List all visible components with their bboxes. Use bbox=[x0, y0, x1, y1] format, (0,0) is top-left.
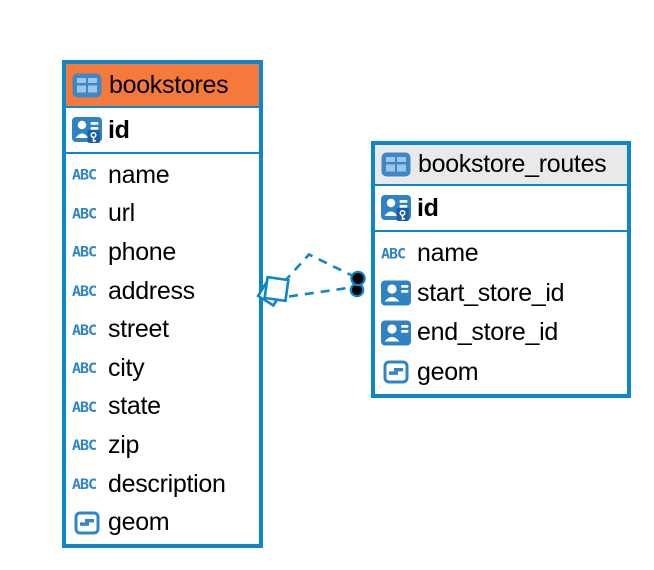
column-name: geom bbox=[108, 508, 170, 537]
text-type-icon: ABC bbox=[72, 282, 97, 300]
table-row[interactable]: end_store_id bbox=[375, 313, 627, 353]
column-name: geom bbox=[417, 357, 479, 386]
foreign-key-icon bbox=[381, 320, 413, 346]
text-type-icon: ABC bbox=[72, 166, 97, 184]
table-row[interactable]: ABC state bbox=[66, 388, 259, 427]
column-list: ABC name ABC url ABC phone ABC address A… bbox=[66, 154, 259, 544]
column-name: state bbox=[108, 392, 161, 421]
column-name: phone bbox=[108, 237, 177, 266]
table-row[interactable]: ABC description bbox=[66, 465, 259, 504]
foreign-key-icon bbox=[381, 280, 413, 306]
geometry-type-icon bbox=[72, 511, 104, 535]
text-type-icon: ABC bbox=[72, 243, 97, 262]
table-row[interactable]: start_store_id bbox=[375, 274, 627, 314]
relationship-dot-marker-2[interactable] bbox=[349, 282, 365, 298]
text-type-icon: ABC bbox=[72, 398, 97, 416]
table-row[interactable]: ABC name bbox=[375, 234, 627, 274]
table-row[interactable]: id bbox=[66, 108, 259, 154]
relationship-dot-marker-1[interactable] bbox=[350, 270, 366, 287]
entity-header-bookstore-routes[interactable]: bookstore_routes bbox=[375, 145, 627, 186]
table-row[interactable]: id bbox=[375, 186, 627, 232]
entity-header-bookstores[interactable]: bookstores bbox=[66, 64, 259, 108]
entity-bookstores[interactable]: bookstores id ABC name bbox=[62, 60, 263, 548]
column-name: name bbox=[417, 239, 479, 268]
primary-key-icon bbox=[381, 194, 413, 222]
column-name: id bbox=[417, 193, 439, 222]
table-row[interactable]: geom bbox=[66, 503, 259, 542]
text-type-icon: ABC bbox=[72, 475, 97, 493]
primary-key-icon bbox=[72, 116, 104, 144]
relationship-diamond-marker-1[interactable] bbox=[263, 275, 290, 303]
column-name: end_store_id bbox=[417, 318, 558, 347]
table-row[interactable]: ABC zip bbox=[66, 426, 259, 465]
table-icon bbox=[381, 152, 413, 177]
table-row[interactable]: geom bbox=[375, 353, 627, 393]
column-list: ABC name start_store_id bbox=[375, 232, 627, 394]
table-row[interactable]: ABC city bbox=[66, 349, 259, 388]
column-name: city bbox=[108, 353, 145, 382]
table-row[interactable]: ABC name bbox=[66, 156, 259, 195]
table-row[interactable]: ABC phone bbox=[66, 233, 259, 272]
column-name: street bbox=[108, 315, 169, 344]
text-type-icon: ABC bbox=[72, 359, 97, 377]
text-type-icon: ABC bbox=[72, 321, 97, 339]
text-type-icon: ABC bbox=[72, 205, 97, 223]
table-icon bbox=[72, 73, 104, 98]
column-name: id bbox=[108, 115, 130, 144]
table-title: bookstore_routes bbox=[418, 150, 607, 178]
text-type-icon: ABC bbox=[72, 436, 97, 455]
relationship-line-1[interactable] bbox=[283, 252, 353, 283]
column-name: address bbox=[108, 276, 195, 305]
column-name: zip bbox=[108, 430, 140, 459]
text-type-icon: ABC bbox=[381, 245, 406, 263]
table-title: bookstores bbox=[109, 70, 229, 99]
entity-bookstore-routes[interactable]: bookstore_routes id ABC name bbox=[371, 141, 631, 398]
table-row[interactable]: ABC url bbox=[66, 195, 259, 234]
table-row[interactable]: ABC address bbox=[66, 272, 259, 311]
table-row[interactable]: ABC street bbox=[66, 310, 259, 349]
column-name: url bbox=[108, 199, 135, 228]
column-name: name bbox=[108, 160, 170, 189]
column-name: start_store_id bbox=[417, 278, 565, 307]
column-name: description bbox=[108, 469, 226, 498]
geometry-type-icon bbox=[381, 360, 413, 384]
relationship-line-2[interactable] bbox=[288, 286, 352, 298]
